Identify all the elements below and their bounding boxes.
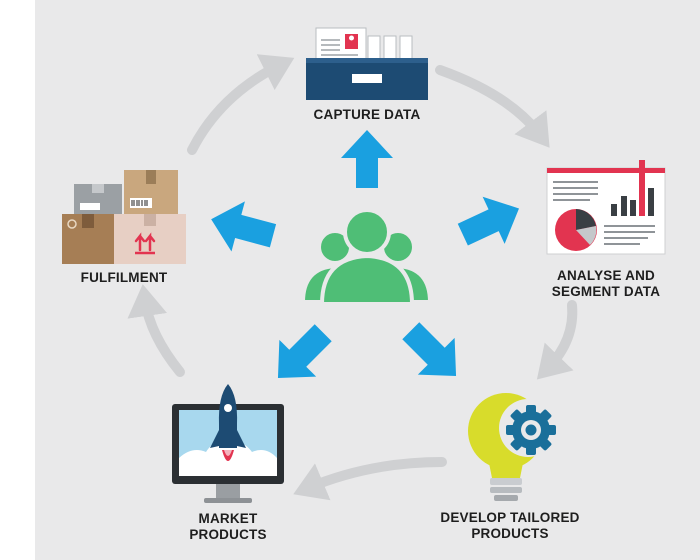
parcel-boxes-icon: [62, 170, 186, 264]
lightbulb-gear-icon: [468, 393, 557, 501]
stage-label-analyse-line-1: ANALYSE AND: [557, 268, 655, 283]
stage-label-analyse: ANALYSE AND SEGMENT DATA: [532, 268, 680, 300]
stage-label-develop-line-1: DEVELOP TAILORED: [440, 510, 580, 525]
stage-label-analyse-line-2: SEGMENT DATA: [551, 284, 661, 299]
cycle-arrow-capture-to-analyse: [435, 65, 550, 148]
stage-label-fulfil: FULFILMENT: [64, 270, 184, 286]
filing-drawer-icon: [306, 27, 428, 100]
stage-label-market: MARKET PRODUCTS: [168, 511, 288, 543]
cycle-arrow-analyse-to-develop: [536, 300, 578, 380]
customer-group-icon: [300, 208, 433, 306]
hub-arrow-down-right-icon: [402, 322, 457, 377]
stage-label-capture: CAPTURE DATA: [300, 107, 434, 123]
monitor-rocket-icon: [172, 384, 284, 503]
cycle-arrows: [127, 54, 578, 501]
hub-arrow-right-icon: [457, 196, 520, 246]
stage-label-market-line-1: MARKET: [198, 511, 258, 526]
stage-label-develop: DEVELOP TAILORED PRODUCTS: [430, 510, 590, 542]
hub-arrow-up-icon: [341, 130, 393, 188]
stage-label-market-line-2: PRODUCTS: [189, 527, 267, 542]
report-chart-icon: [546, 160, 666, 255]
hub-arrow-down-left-icon: [277, 324, 332, 379]
cycle-arrow-fulfil-to-capture: [187, 54, 295, 155]
hub-arrow-left-icon: [211, 201, 277, 252]
stage-label-develop-line-2: PRODUCTS: [471, 526, 549, 541]
stage-label-fulfil-line-1: FULFILMENT: [80, 270, 168, 285]
hub-arrows: [211, 130, 520, 379]
stage-label-capture-line-1: CAPTURE DATA: [313, 107, 421, 122]
cycle-arrow-market-to-fulfil: [127, 284, 185, 377]
cycle-arrow-develop-to-market: [293, 457, 447, 501]
